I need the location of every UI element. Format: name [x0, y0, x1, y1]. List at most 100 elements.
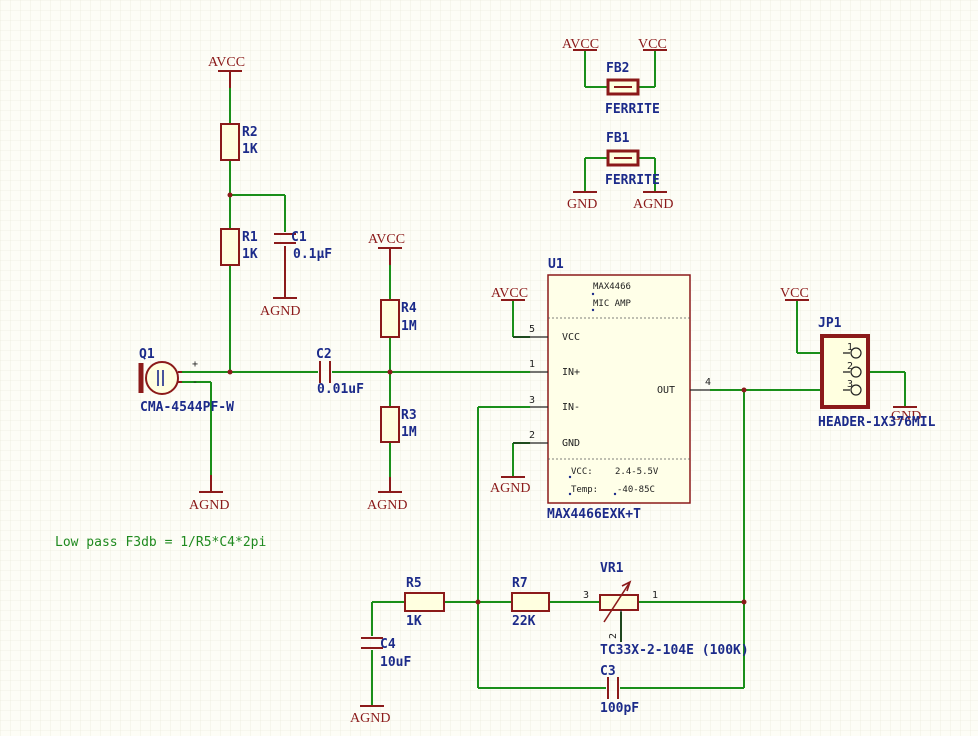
agnd-label: AGND: [490, 481, 530, 496]
u1-pin-number: 1: [529, 359, 535, 370]
resistor-r7[interactable]: R7 22K: [511, 576, 550, 629]
r5-designator: R5: [406, 576, 422, 591]
avcc-label: AVCC: [491, 286, 528, 301]
header-jp1[interactable]: 1 2 3 JP1 HEADER-1X376MIL: [818, 316, 936, 430]
r4-value: 1M: [401, 319, 417, 334]
vr1-designator: VR1: [600, 561, 624, 576]
ferrite-fb1[interactable]: FB1 FERRITE: [605, 131, 660, 188]
capacitor-c4[interactable]: C4 10uF: [361, 637, 411, 670]
u1-pin-name: IN+: [562, 367, 580, 378]
c4-designator: C4: [380, 637, 396, 652]
r3-designator: R3: [401, 408, 417, 423]
u1-pin-number: 3: [529, 395, 535, 406]
r7-designator: R7: [512, 576, 528, 591]
c4-value: 10uF: [380, 655, 411, 670]
r2-designator: R2: [242, 125, 258, 140]
agnd-label: AGND: [350, 711, 390, 726]
resistor-r3[interactable]: R3 1M: [380, 406, 417, 443]
c2-designator: C2: [316, 347, 332, 362]
agnd-label: AGND: [367, 498, 407, 513]
jp1-value: HEADER-1X376MIL: [818, 415, 936, 430]
capacitor-c2[interactable]: C2 0.01uF: [316, 347, 364, 397]
u1-description: MIC AMP: [593, 299, 632, 309]
ground-port-q1: AGND: [189, 475, 229, 513]
u1-pin-name: GND: [562, 438, 580, 449]
fb2-value: FERRITE: [605, 102, 660, 117]
jp1-pin3: 3: [847, 379, 853, 390]
c3-value: 100pF: [600, 701, 639, 716]
capacitor-c3[interactable]: C3 100pF: [600, 664, 639, 716]
vr1-value: TC33X-2-104E (100K): [600, 643, 749, 658]
fb1-value: FERRITE: [605, 173, 660, 188]
avcc-label: AVCC: [368, 232, 405, 247]
u1-pin-number: 2: [529, 430, 535, 441]
lowpass-note: Low pass F3db = 1/R5*C4*2pi: [55, 535, 266, 550]
q1-designator: Q1: [139, 347, 155, 362]
junction-dots: [227, 192, 747, 605]
power-port-avcc-r2: AVCC: [208, 55, 245, 124]
ground-port-u1: AGND: [490, 476, 530, 496]
jp1-pin2: 2: [847, 361, 853, 372]
u1-pin-name: OUT: [657, 385, 675, 396]
r2-value: 1K: [242, 142, 258, 157]
vr1-pin1: 1: [652, 590, 658, 601]
c1-value: 0.1µF: [293, 247, 332, 262]
ic-u1[interactable]: U1 MAX4466EXK+T MAX4466 MIC AMP 5 VCC 1 …: [513, 257, 711, 522]
potentiometer-vr1[interactable]: VR1 3 1 2 TC33X-2-104E (100K): [583, 561, 749, 658]
jp1-pin1: 1: [847, 342, 853, 353]
wires: [180, 50, 906, 706]
agnd-label: AGND: [260, 304, 300, 319]
power-port-avcc-fb2: AVCC: [562, 37, 599, 52]
u1-part-name: MAX4466: [593, 282, 631, 292]
u1-value: MAX4466EXK+T: [547, 507, 641, 522]
u1-spec-vcc-value: 2.4-5.5V: [615, 467, 659, 477]
avcc-label: AVCC: [208, 55, 245, 70]
avcc-label: AVCC: [562, 37, 599, 52]
jp1-designator: JP1: [818, 316, 842, 331]
r5-value: 1K: [406, 614, 422, 629]
vr1-pin3: 3: [583, 590, 589, 601]
capacitor-c1[interactable]: C1 0.1µF: [274, 230, 332, 262]
vcc-label: VCC: [638, 37, 667, 52]
c3-designator: C3: [600, 664, 616, 679]
u1-pin-number: 5: [529, 324, 535, 335]
u1-pin-name: VCC: [562, 332, 580, 343]
u1-designator: U1: [548, 257, 564, 272]
power-port-avcc-u1: AVCC: [491, 286, 528, 301]
r3-value: 1M: [401, 425, 417, 440]
power-port-vcc-fb2: VCC: [638, 37, 667, 52]
ground-port-c1: AGND: [260, 246, 300, 319]
ground-port-c4: AGND: [350, 705, 390, 726]
c1-designator: C1: [291, 230, 307, 245]
u1-spec-temp-value: -40-85C: [617, 485, 655, 495]
c2-value: 0.01uF: [317, 382, 364, 397]
ground-port-r3: AGND: [367, 442, 407, 513]
r4-designator: R4: [401, 301, 417, 316]
ferrite-fb2[interactable]: FB2 FERRITE: [605, 61, 660, 117]
u1-pin-name: IN-: [562, 402, 580, 413]
ground-port-fb1-agnd: AGND: [633, 191, 673, 212]
fb2-designator: FB2: [606, 61, 629, 76]
q1-value: CMA-4544PF-W: [140, 400, 234, 415]
resistor-r4[interactable]: R4 1M: [380, 299, 417, 338]
u1-pin-number: 4: [705, 377, 711, 388]
microphone-q1[interactable]: + - Q1 CMA-4544PF-W: [138, 347, 234, 415]
resistor-r2[interactable]: R2 1K: [220, 123, 258, 161]
r1-value: 1K: [242, 247, 258, 262]
power-port-vcc-jp1: VCC: [780, 286, 809, 301]
r7-value: 22K: [512, 614, 536, 629]
power-port-avcc-r4: AVCC: [368, 232, 405, 300]
vr1-pin2: 2: [608, 633, 619, 639]
fb1-designator: FB1: [606, 131, 630, 146]
agnd-label: AGND: [633, 197, 673, 212]
resistor-r5[interactable]: R5 1K: [404, 576, 445, 629]
ground-port-fb1-gnd: GND: [567, 191, 597, 212]
q1-minus-pin: -: [192, 377, 198, 388]
r1-designator: R1: [242, 230, 258, 245]
u1-spec-vcc-label: VCC:: [571, 467, 593, 477]
ground-port-jp1: GND: [891, 406, 921, 424]
gnd-label: GND: [567, 197, 597, 212]
agnd-label: AGND: [189, 498, 229, 513]
resistor-r1[interactable]: R1 1K: [220, 228, 258, 266]
